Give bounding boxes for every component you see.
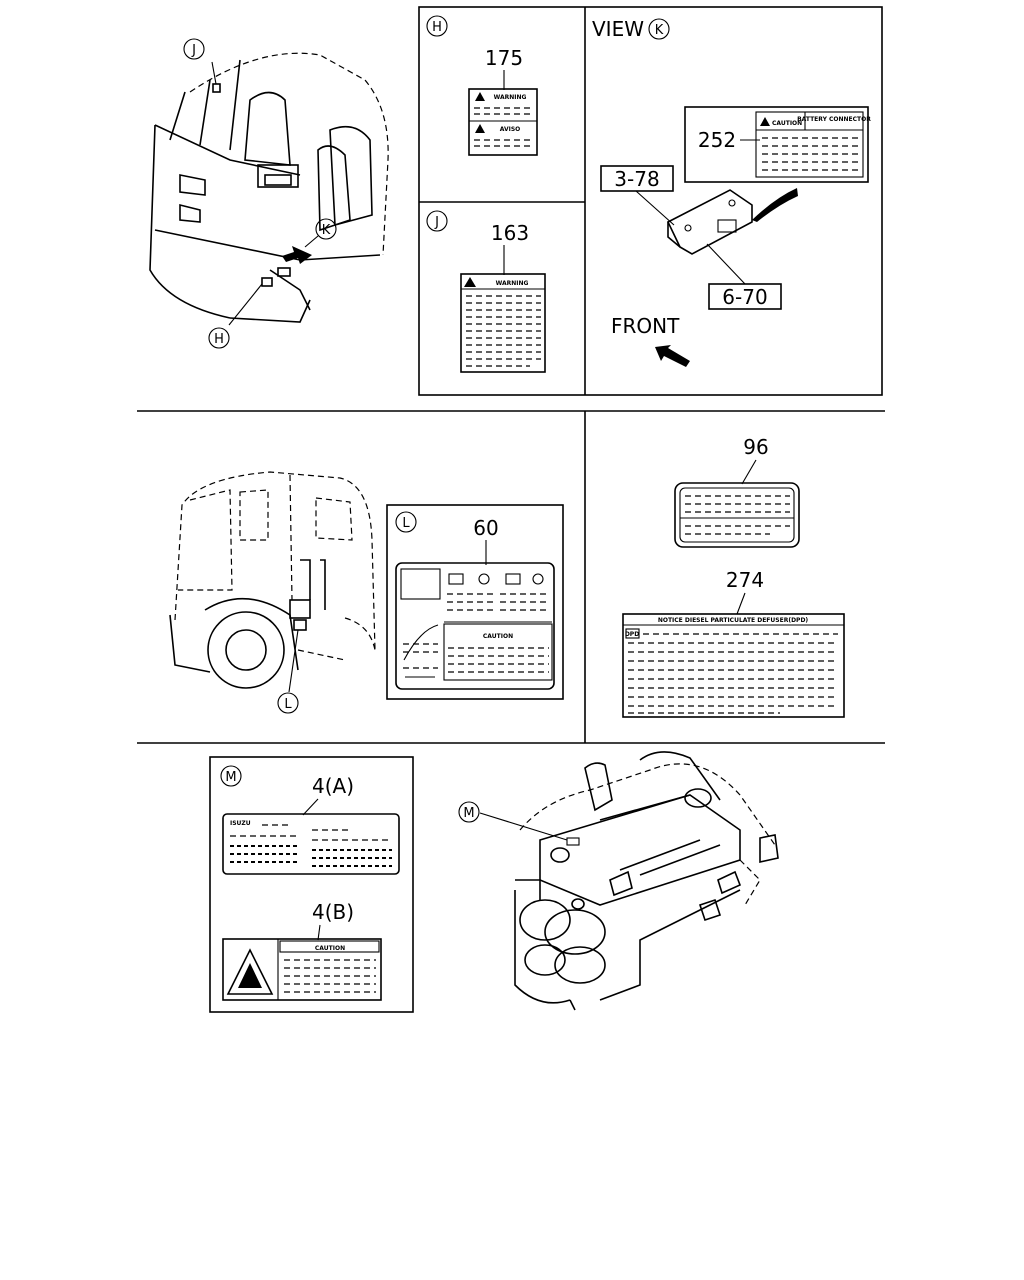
bracket-part	[666, 189, 753, 255]
svg-text:J: J	[434, 215, 439, 230]
part-box-3-78: 3-78	[600, 165, 675, 226]
svg-text:WARNING: WARNING	[496, 280, 529, 287]
warning-label-163: WARNING	[460, 273, 546, 373]
callout-j-cab: J	[183, 38, 205, 60]
mount-direction-arrow	[752, 188, 798, 222]
svg-text:VIEW: VIEW	[592, 17, 644, 41]
callout-h-panel: H	[426, 15, 448, 37]
part-box-6-70: 6-70	[706, 243, 782, 310]
leader-96	[741, 459, 757, 485]
dpd-notice-label-274: NOTICE DIESEL PARTICULATE DEFUSER(DPD) D…	[622, 613, 845, 718]
svg-text:CAUTION: CAUTION	[772, 120, 802, 127]
panel-l-frame	[386, 504, 564, 700]
label-96	[674, 482, 800, 548]
part-number-252: 252	[698, 128, 736, 152]
svg-text:ISUZU: ISUZU	[230, 820, 251, 827]
svg-text:WARNING: WARNING	[494, 94, 527, 101]
svg-text:L: L	[402, 516, 410, 531]
part-number-4b: 4(B)	[312, 900, 354, 924]
section-dividers	[137, 410, 885, 744]
svg-text:DPD: DPD	[625, 631, 639, 638]
panel-frames	[418, 6, 883, 396]
callout-k-cab: K	[315, 218, 337, 240]
part-number-60: 60	[473, 516, 498, 540]
warning-aviso-label-175: WARNING AVISO	[468, 88, 538, 156]
svg-text:L: L	[284, 697, 292, 712]
svg-text:K: K	[322, 223, 331, 238]
svg-text:M: M	[463, 806, 474, 821]
part-number-274: 274	[726, 568, 764, 592]
caution-label-4b: CAUTION	[222, 938, 382, 1001]
leader-4a	[302, 798, 319, 816]
callout-l-panel: L	[395, 511, 417, 533]
leader-274	[736, 592, 746, 615]
part-number-163: 163	[491, 221, 529, 245]
svg-text:BATTERY CONNECTOR: BATTERY CONNECTOR	[797, 116, 871, 123]
callout-l-truck: L	[277, 692, 299, 714]
front-arrow	[655, 345, 690, 367]
leader-m-engine	[479, 812, 568, 841]
svg-text:K: K	[655, 23, 664, 38]
leader-4b	[317, 924, 321, 941]
cab-interior-illustration	[149, 52, 389, 326]
view-k-title: VIEW K	[592, 17, 670, 41]
svg-text:H: H	[214, 332, 224, 347]
svg-text:H: H	[432, 20, 442, 35]
callout-h-cab: H	[208, 327, 230, 349]
callout-m-panel: M	[220, 765, 242, 787]
engine-illustration	[514, 751, 779, 1011]
svg-text:CAUTION: CAUTION	[315, 945, 345, 952]
svg-text:NOTICE DIESEL PARTICULATE DEFU: NOTICE DIESEL PARTICULATE DEFUSER(DPD)	[658, 617, 809, 624]
part-number-96: 96	[743, 435, 768, 459]
caution-battery-label-252: CAUTION BATTERY CONNECTOR	[684, 106, 871, 183]
part-number-175: 175	[485, 46, 523, 70]
svg-text:AVISO: AVISO	[500, 126, 521, 133]
svg-text:M: M	[225, 770, 236, 785]
callout-j-panel: J	[426, 210, 448, 232]
caution-label-60: CAUTION	[395, 562, 555, 690]
isuzu-label-4a: ISUZU	[222, 813, 400, 875]
svg-text:J: J	[191, 43, 196, 58]
panel-m-frame	[209, 756, 414, 1013]
part-number-4a: 4(A)	[312, 774, 354, 798]
truck-side-illustration	[169, 471, 376, 693]
front-label: FRONT	[611, 314, 680, 338]
svg-text:CAUTION: CAUTION	[483, 633, 513, 640]
svg-text:3-78: 3-78	[614, 167, 659, 191]
callout-m-engine: M	[458, 801, 480, 823]
svg-text:6-70: 6-70	[722, 285, 767, 309]
